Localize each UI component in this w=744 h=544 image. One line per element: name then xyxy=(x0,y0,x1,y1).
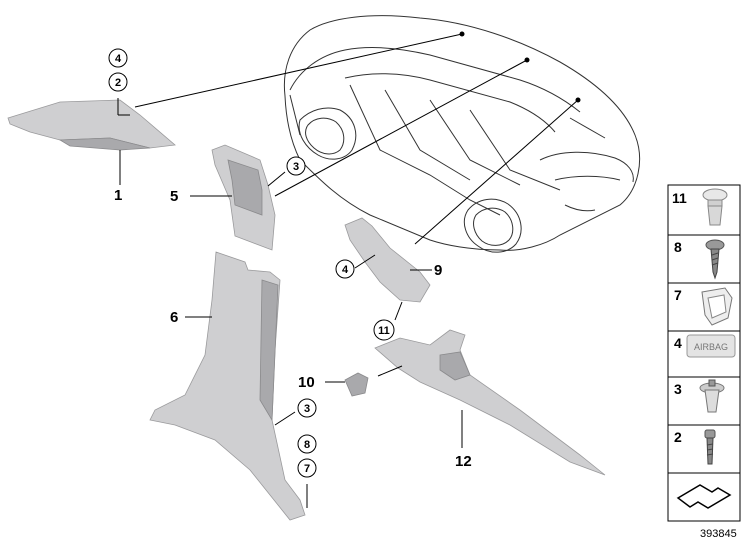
leader-lines xyxy=(134,31,581,245)
callout-9: 9 xyxy=(434,262,442,279)
circled-4-mid: 4 xyxy=(335,259,355,279)
panel-row-3: 3 xyxy=(667,376,741,426)
part-1-trim xyxy=(7,98,176,185)
clip-icon xyxy=(701,287,733,326)
part-6-pillar xyxy=(149,251,308,521)
part-5-trim xyxy=(190,144,286,251)
svg-text:4: 4 xyxy=(342,264,349,276)
circled-3-lower: 3 xyxy=(297,398,317,418)
push-rivet-icon xyxy=(702,188,728,226)
svg-text:7: 7 xyxy=(304,463,310,475)
expansion-rivet-icon xyxy=(699,379,725,413)
circled-4-top: 4 xyxy=(108,48,128,68)
svg-text:7: 7 xyxy=(674,287,682,303)
car-outline xyxy=(283,15,641,253)
fastener-panel: 11 8 7 xyxy=(667,184,741,522)
callout-12: 12 xyxy=(455,453,472,470)
circled-2: 2 xyxy=(108,72,128,92)
part-12-pillar xyxy=(374,329,606,476)
part-9-trim xyxy=(344,217,432,321)
svg-text:11: 11 xyxy=(672,190,687,206)
svg-text:2: 2 xyxy=(115,77,121,89)
circled-8: 8 xyxy=(297,434,317,454)
callout-5: 5 xyxy=(170,188,178,205)
panel-row-arrow xyxy=(667,472,741,522)
bolt-icon xyxy=(704,429,716,465)
svg-text:2: 2 xyxy=(674,429,682,445)
svg-text:3: 3 xyxy=(293,161,299,173)
svg-text:4: 4 xyxy=(115,53,122,65)
arrow-icon xyxy=(676,484,732,509)
panel-row-2: 2 xyxy=(667,424,741,474)
svg-text:AIRBAG: AIRBAG xyxy=(694,342,728,352)
svg-text:8: 8 xyxy=(674,239,682,255)
circled-11: 11 xyxy=(373,319,395,341)
callout-6: 6 xyxy=(170,309,178,326)
circled-3-upper: 3 xyxy=(286,156,306,176)
airbag-badge-icon: AIRBAG xyxy=(686,334,736,358)
panel-row-11: 11 xyxy=(667,184,741,236)
panel-row-8: 8 xyxy=(667,234,741,284)
screw-icon xyxy=(705,239,725,280)
svg-text:11: 11 xyxy=(378,325,390,337)
document-id: 393845 xyxy=(700,528,737,540)
panel-row-7: 7 xyxy=(667,282,741,332)
part-10-trim xyxy=(325,372,369,397)
svg-text:3: 3 xyxy=(674,381,682,397)
svg-text:3: 3 xyxy=(304,403,310,415)
svg-text:8: 8 xyxy=(304,439,310,451)
callout-1: 1 xyxy=(114,187,122,204)
panel-row-4: 4 AIRBAG xyxy=(667,330,741,378)
circled-7: 7 xyxy=(297,458,317,478)
svg-text:4: 4 xyxy=(674,335,682,351)
callout-10: 10 xyxy=(298,374,315,391)
